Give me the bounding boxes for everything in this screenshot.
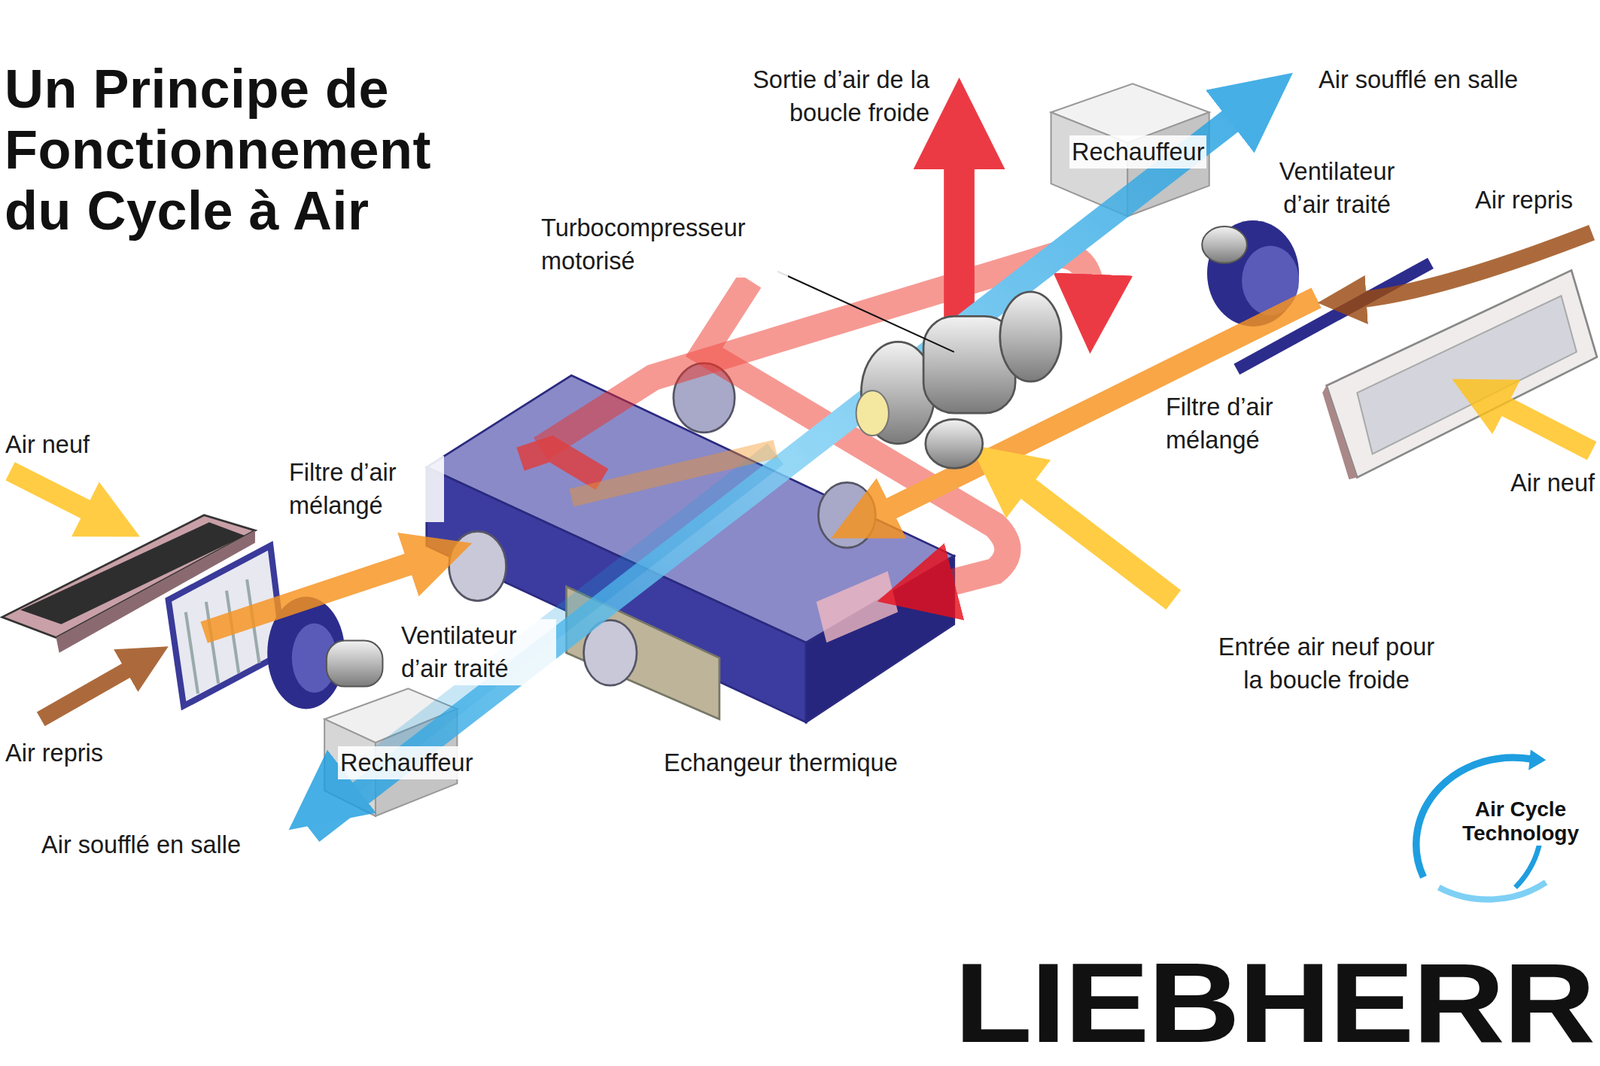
illustration-ellipse: [856, 390, 889, 436]
callout-label: Air soufflé en salle: [39, 828, 244, 862]
illustration-line: [10, 471, 108, 521]
leader-line: [777, 271, 955, 353]
illustration-line: [40, 661, 143, 720]
motorized-turbocompressor: [856, 292, 1062, 469]
callout-label: Air neuf: [3, 428, 92, 462]
callout-label: Filtre d’air mélangé: [286, 456, 445, 523]
illustration-rect: [326, 641, 384, 688]
illustration-ellipse: [925, 419, 983, 469]
illustration-polygon: [1322, 386, 1357, 481]
illustration-line: [1005, 471, 1175, 600]
callout-label: Rechauffeur: [1069, 135, 1207, 169]
illustration-line: [185, 612, 198, 694]
callout-label: Air repris: [3, 736, 106, 770]
illustration-line: [571, 449, 776, 499]
diagram-title: Un Principe de Fonctionnement du Cycle à…: [4, 58, 487, 242]
illustration-ellipse: [1201, 226, 1248, 264]
callout-label: Entrée air neuf pour la boucle froide: [1205, 630, 1448, 697]
illustration-ellipse: [449, 531, 507, 601]
illustration-line: [1484, 395, 1592, 451]
callout-label: Turbocompresseur motorisé: [538, 211, 788, 278]
callout-label: Filtre d’air mélangé: [1163, 390, 1321, 457]
illustration-path: [1528, 750, 1546, 771]
brand-logo: LIEBHERR: [954, 946, 1594, 1060]
callout-label: Ventilateur d’air traité: [1258, 155, 1416, 222]
callout-label: Air repris: [1472, 183, 1576, 217]
callout-label: Ventilateur d’air traité: [398, 619, 557, 686]
callout-label: Sortie d’air de la boucle froide: [687, 63, 932, 130]
illustration-path: [1438, 882, 1546, 901]
callout-label: Echangeur thermique: [661, 746, 901, 780]
illustration-line: [311, 102, 1256, 832]
illustration-ellipse: [1000, 292, 1062, 382]
callout-label: Air soufflé en salle: [1316, 63, 1521, 97]
illustration-polygon: [816, 571, 898, 643]
callout-label: Rechauffeur: [337, 746, 475, 780]
illustration-path: [520, 449, 602, 481]
logo-tagline: Air Cycle Technology: [1450, 797, 1591, 846]
illustration-path: [1347, 232, 1592, 302]
callout-label: Air neuf: [1508, 466, 1597, 500]
